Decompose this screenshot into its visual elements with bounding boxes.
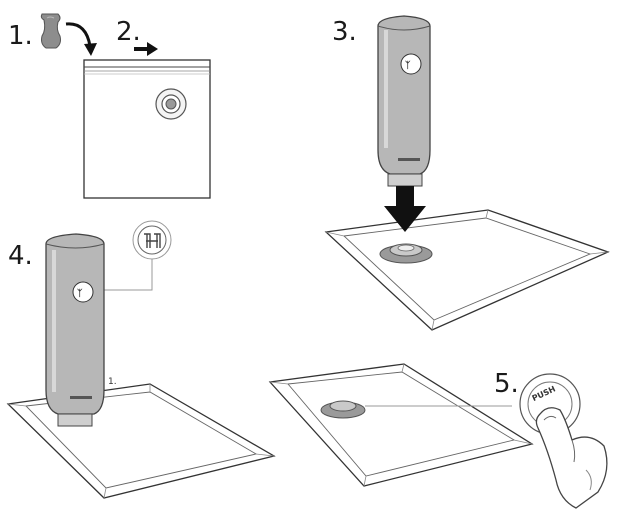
bag-valve [379, 243, 433, 264]
curved-arrow-icon [65, 22, 97, 56]
step-1-label: 1. [8, 21, 33, 51]
twin-logo-icon [72, 281, 94, 303]
storage-bag-flat [83, 59, 211, 199]
logo-callout [100, 220, 172, 291]
vacuum-pump-step4: ᛉ [45, 233, 105, 427]
down-arrow-icon [384, 186, 426, 232]
storage-bag-step5 [268, 363, 534, 487]
svg-text:ᛉ: ᛉ [405, 60, 411, 71]
sub-step-label: 1. [108, 377, 117, 387]
twin-logo-icon [400, 53, 422, 75]
step-3-label: 3. [332, 17, 357, 47]
step-2-label: 2. [116, 17, 141, 47]
svg-text:ᛉ: ᛉ [77, 288, 83, 299]
bag-valve [320, 400, 366, 419]
vacuum-pump-step3: ᛉ [377, 15, 431, 187]
bag-valve [155, 88, 187, 120]
cap-icon [40, 13, 61, 49]
step-4-label: 4. [8, 241, 33, 271]
storage-bag-step3 [324, 209, 610, 331]
right-arrow-icon [134, 42, 158, 56]
step-5-label: 5. [494, 369, 519, 399]
twin-logo-icon [144, 233, 161, 248]
finger-icon [535, 407, 608, 509]
